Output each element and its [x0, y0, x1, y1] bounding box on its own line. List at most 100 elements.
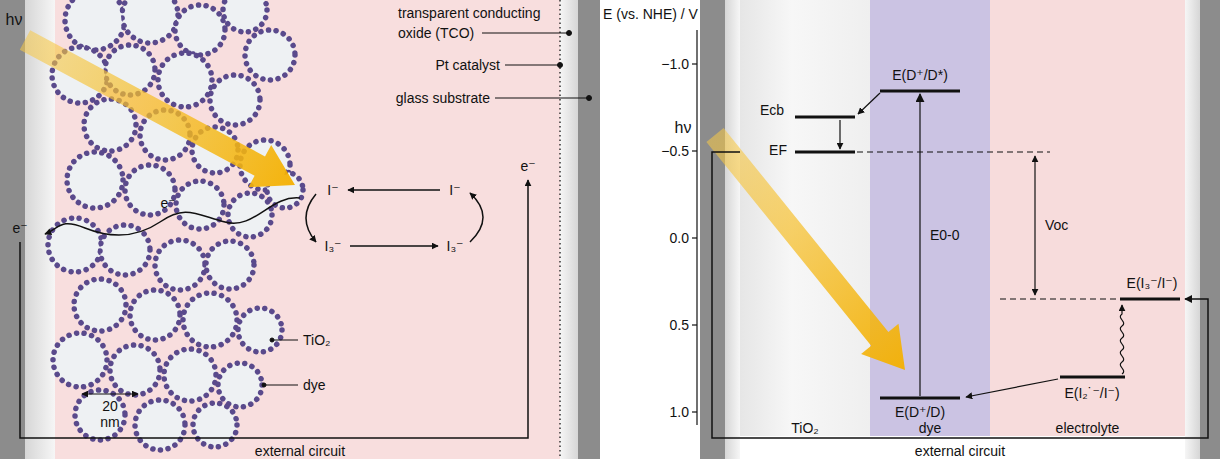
- tio2-particles: [135, 400, 185, 450]
- tick-label: 0.5: [670, 317, 689, 333]
- tio2-particles: [139, 404, 182, 447]
- energy-levels: [1060, 376, 1125, 379]
- tio2-particles: [164, 349, 216, 401]
- electrodes: [725, 0, 740, 459]
- tio2-particles: [130, 290, 180, 340]
- leader-lines: [567, 31, 572, 36]
- callout-label: Pt catalyst: [435, 57, 500, 73]
- level-guides: [966, 379, 1058, 397]
- tick-label: 1.0: [670, 404, 689, 420]
- tio2-particles: [100, 225, 150, 275]
- circuit-label: external circuit: [915, 443, 1005, 459]
- tio2-particles: [210, 245, 251, 286]
- tio2-particles: [214, 79, 257, 122]
- level-label: E(I₂˙⁻/I⁻): [1064, 385, 1119, 401]
- tio2-particles: [65, 0, 125, 50]
- energy-levels: [880, 90, 960, 93]
- tio2-particles: [168, 353, 213, 398]
- axis-title: E (vs. NHE) / V: [603, 6, 698, 22]
- circuit-wire: [712, 152, 1208, 438]
- callout-label: glass substrate: [396, 90, 490, 106]
- light-arrow: [20, 30, 295, 187]
- energy-levels: [1120, 298, 1180, 301]
- tio2-particles: [69, 0, 122, 46]
- dye-band: dye: [870, 0, 990, 436]
- electron-path: [20, 180, 528, 438]
- level-label: Ecb: [760, 102, 784, 118]
- tio2-particles: [222, 367, 259, 404]
- cell-layers: [560, 0, 578, 459]
- leader-lines: [558, 63, 563, 68]
- tio2-particles: [78, 283, 123, 328]
- leader-lines: [495, 98, 589, 99]
- dimension-arrow: [82, 393, 138, 394]
- redox-arrows: [470, 193, 483, 242]
- tio2-particles: [227, 0, 264, 28]
- tio2-particles: [179, 9, 222, 52]
- ion-label: I₃⁻: [325, 238, 342, 254]
- energy-levels: [880, 397, 960, 400]
- tio2-particles: [88, 103, 133, 148]
- redox-arrows: [306, 190, 483, 246]
- tio2-particles: [228, 193, 272, 237]
- light-label: hν: [6, 12, 23, 28]
- tick-label: −1.0: [661, 56, 689, 72]
- electrodes: [1185, 0, 1200, 459]
- tio2-particles: [122, 0, 178, 43]
- level-label: E(I₃⁻/I⁻): [1127, 275, 1178, 291]
- cell-layers: [559, 0, 561, 459]
- leader-lines: [482, 33, 569, 34]
- dimension-label: 20 nm: [97, 398, 123, 430]
- leader-lines: [505, 65, 560, 66]
- energy-axis: [692, 237, 697, 238]
- tio2-particles: [159, 244, 202, 287]
- level-guides: [1034, 156, 1035, 295]
- level-guides: [919, 94, 920, 396]
- tio2-particles: [126, 0, 175, 39]
- tio2-particles: [53, 333, 107, 387]
- redox-arrows: [306, 194, 316, 242]
- leader-lines: [262, 31, 592, 388]
- redox-arrows: [348, 189, 440, 191]
- tio2-particles: [245, 30, 295, 80]
- level-guides: [1120, 305, 1123, 374]
- light-arrow: [706, 128, 905, 370]
- leader-lines: [272, 340, 298, 341]
- tio2-particles: [75, 390, 125, 440]
- gap-label: E0-0: [930, 227, 960, 243]
- callout-label: transparent conducting oxide (TCO): [398, 3, 563, 43]
- tio2-particles: [210, 75, 260, 125]
- tio2-particles: [48, 218, 102, 272]
- band-label: electrolyte: [1056, 420, 1120, 436]
- level-label: E(D⁺/D*): [892, 67, 948, 83]
- cell-layers: [0, 0, 600, 459]
- energy-axis: [692, 324, 697, 325]
- level-guides: [857, 151, 1050, 152]
- tio2-particles: [249, 34, 292, 77]
- tio2-particles: [175, 5, 225, 55]
- part-label: dye: [303, 377, 326, 393]
- ion-label: I₃⁻: [447, 238, 464, 254]
- leader-lines: [262, 383, 266, 387]
- light-label: hν: [675, 120, 692, 136]
- tio2-particles: [183, 293, 237, 347]
- tio2-particles: [71, 156, 120, 205]
- ion-label: I⁻: [449, 182, 460, 198]
- level-guides: [1000, 298, 1118, 299]
- leader-lines: [587, 96, 592, 101]
- energy-levels: [795, 116, 855, 119]
- level-guides: [839, 120, 840, 149]
- energy-axis: [692, 411, 697, 412]
- cell-layers: [578, 0, 600, 459]
- tio2-particles: [155, 240, 205, 290]
- tio2-particles: [57, 337, 104, 384]
- semiconductor-band: TiO₂: [740, 0, 870, 436]
- tio2-particles: [232, 197, 269, 234]
- leader-lines: [264, 385, 298, 386]
- tio2-particles: [125, 165, 175, 215]
- tio2-particles: [218, 363, 262, 407]
- tio2-particles: [52, 222, 99, 269]
- electron-label: e⁻: [520, 158, 535, 174]
- tick-label: 0.0: [670, 230, 689, 246]
